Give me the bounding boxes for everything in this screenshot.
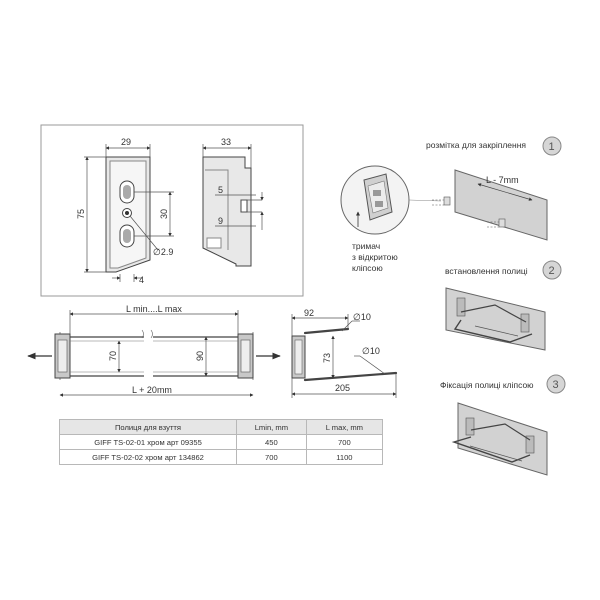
bracket-front-dimensions (84, 144, 174, 282)
dim-spacing-30: 30 (159, 209, 169, 219)
shelf-side-dimensions (291, 314, 397, 398)
step-2-badge: 2 (542, 260, 562, 280)
table-row: GIFF TS-02-01 хром арт 09355 450 700 (59, 434, 384, 450)
row-1-lmax: 700 (305, 434, 384, 450)
clip-note-line-1: тримач (352, 241, 380, 251)
row-1-lmin: 450 (236, 434, 307, 450)
dim-rod-diameter-bottom: ∅10 (362, 346, 380, 356)
spec-table-header: Полиця для взуття Lmin, mm L max, mm (59, 419, 384, 435)
step-3-label: Фіксація полиці кліпсою (440, 380, 534, 390)
step-1-number: 1 (549, 141, 555, 153)
header-product: Полиця для взуття (59, 419, 237, 435)
step-3-badge: 3 (546, 374, 566, 394)
step-3-illustration (451, 402, 548, 476)
spec-table: Полиця для взуття Lmin, mm L max, mm GIF… (59, 419, 384, 465)
dim-length-range: L min....L max (126, 304, 182, 314)
step-2-number: 2 (549, 265, 555, 277)
dim-height-73: 73 (322, 353, 332, 363)
dim-width-4: 4 (139, 275, 144, 285)
step-1-label: розмітка для закріплення (426, 140, 526, 150)
dim-outer-90: 90 (195, 351, 205, 361)
bracket-side-view (202, 156, 252, 267)
dim-length-plus-20: L + 20mm (132, 385, 172, 395)
step-1-badge: 1 (542, 136, 562, 156)
dim-offset-9: 9 (218, 216, 223, 226)
row-2-product: GIFF TS-02-02 хром арт 134862 (59, 449, 237, 465)
dim-rod-diameter-top: ∅10 (353, 312, 371, 322)
drawing-frame (40, 124, 304, 297)
dim-height-75: 75 (76, 209, 86, 219)
step-2-illustration (445, 287, 546, 351)
row-1-product: GIFF TS-02-01 хром арт 09355 (59, 434, 237, 450)
header-lmin: Lmin, mm (236, 419, 307, 435)
dim-inner-70: 70 (108, 351, 118, 361)
step-1-illustration (340, 165, 548, 241)
bracket-side-dimensions (202, 144, 264, 230)
clip-note-line-2: з відкритою (352, 252, 398, 262)
row-2-lmin: 700 (236, 449, 307, 465)
shelf-top-view (27, 329, 281, 382)
dim-hole-diameter: ∅2.9 (153, 247, 173, 257)
dim-depth-205: 205 (335, 383, 350, 393)
shelf-top-dimensions (59, 310, 254, 397)
dim-offset-5: 5 (218, 185, 223, 195)
step-2-label: встановлення полиці (445, 266, 528, 276)
dim-width-29: 29 (121, 137, 131, 147)
dim-depth-92: 92 (304, 308, 314, 318)
clip-note-line-3: кліпсою (352, 263, 383, 273)
shelf-side-profile (291, 327, 398, 382)
dim-length-minus-7: L - 7mm (486, 175, 519, 185)
step-3-number: 3 (553, 379, 559, 391)
table-row: GIFF TS-02-02 хром арт 134862 700 1100 (59, 449, 384, 465)
header-lmax: L max, mm (305, 419, 384, 435)
bracket-front-view (105, 156, 151, 273)
row-2-lmax: 1100 (305, 449, 384, 465)
dim-width-33: 33 (221, 137, 231, 147)
